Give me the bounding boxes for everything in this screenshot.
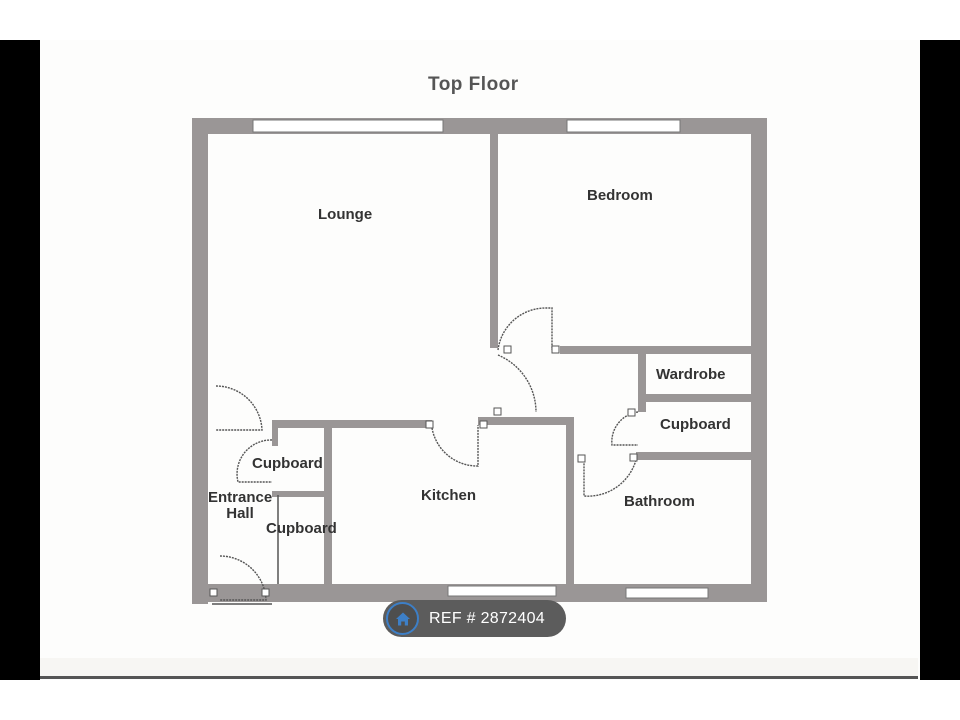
room-label-cupboard-lower: Cupboard: [266, 520, 337, 537]
home-icon-ring: [386, 602, 419, 635]
room-label-bedroom: Bedroom: [587, 187, 653, 204]
wardrobe-bottom-wall: [638, 394, 751, 402]
floorplan-sheet: [40, 40, 920, 680]
bathroom-top-wall: [636, 452, 751, 460]
room-label-cupboard-upper: Cupboard: [252, 455, 322, 472]
reference-number: REF # 2872404: [429, 609, 545, 627]
kitchen-left-wall: [324, 420, 332, 586]
room-label-kitchen: Kitchen: [421, 487, 477, 504]
room-label-entrance-hall: Entrance Hall: [208, 490, 272, 522]
hall-door: [215, 385, 263, 431]
room-label-bathroom: Bathroom: [624, 493, 695, 510]
letterbox-right: [920, 40, 960, 680]
outer-wall-left: [192, 118, 208, 604]
bedroom-window: [566, 119, 681, 133]
home-icon: [395, 612, 410, 625]
cupboard-door-left: [236, 439, 273, 483]
letterbox-left: [0, 40, 40, 680]
entrance-hall-line2: Hall: [226, 505, 254, 522]
wardrobe-left-wall: [638, 352, 646, 412]
kitchen-top-wall-left: [272, 420, 432, 428]
room-label-wardrobe: Wardrobe: [656, 366, 726, 383]
outer-wall-right: [751, 118, 767, 600]
floorplan-title: Top Floor: [428, 74, 519, 95]
cupboard-divider: [272, 491, 330, 497]
kitchen-right-wall: [566, 418, 574, 584]
lounge-door: [497, 354, 537, 413]
bathroom-window: [625, 587, 709, 599]
room-label-cupboard-right: Cupboard: [660, 416, 731, 433]
sheet-bottom-edge: [40, 658, 918, 679]
cupboard-door-right: [611, 411, 639, 446]
reference-badge: REF # 2872404: [383, 600, 566, 637]
hall-wall-stub: [272, 420, 278, 446]
kitchen-window: [447, 585, 557, 597]
kitchen-top-wall-right: [478, 417, 574, 425]
lounge-window: [252, 119, 444, 133]
entrance-hall-line1: Entrance: [208, 490, 272, 506]
bedroom-door: [497, 307, 553, 351]
bedroom-bottom-wall: [560, 346, 751, 354]
room-label-lounge: Lounge: [318, 206, 373, 223]
kitchen-door: [431, 425, 479, 467]
bathroom-door: [583, 459, 637, 497]
lounge-bedroom-wall: [490, 134, 498, 348]
